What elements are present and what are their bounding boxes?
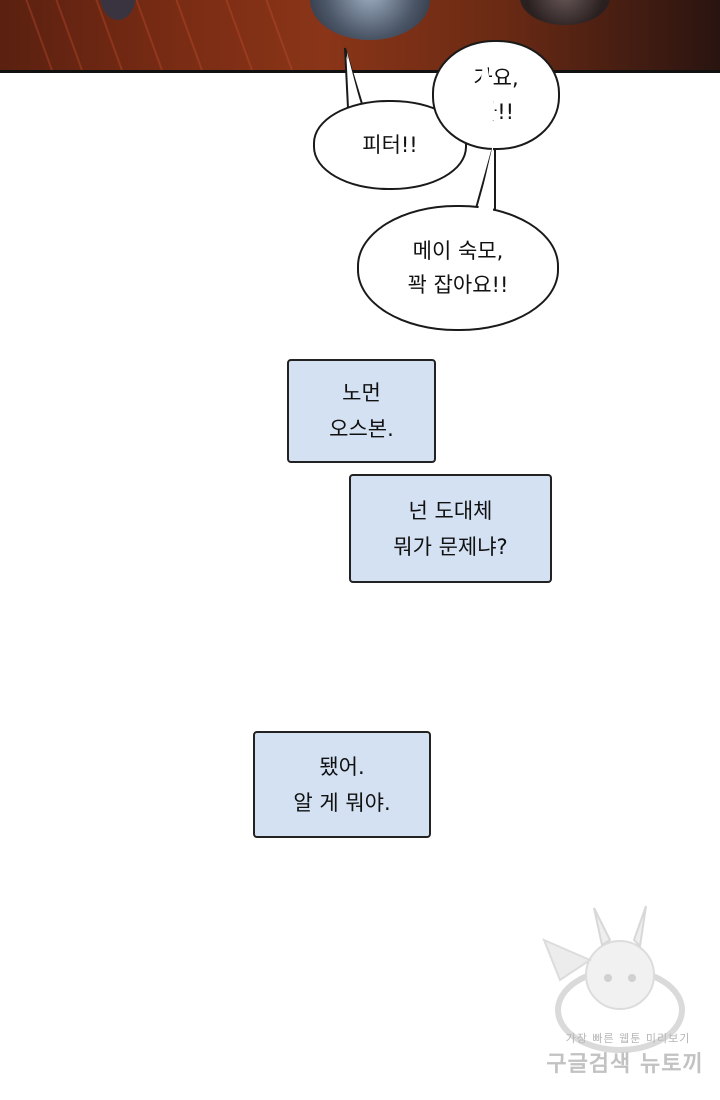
caption-text-norman: 노먼 오스본. [329, 381, 394, 441]
caption-box-problem: 넌 도대체 뭐가 문제냐? [349, 474, 552, 583]
caption-text-problem: 넌 도대체 뭐가 문제냐? [393, 498, 508, 559]
speech-bubble-peter: 피터!! [313, 100, 467, 190]
watermark-logo [542, 905, 685, 1053]
caption-box-enough: 됐어. 알 게 뭐야. [253, 731, 431, 838]
watermark-tagline: 가장 빠른 웹툰 미리보기 [565, 1032, 691, 1045]
speech-text-go: 가요, 가!! [473, 66, 519, 124]
speech-bubble-may: 메이 숙모, 꽉 잡아요!! [357, 205, 559, 331]
watermark-brand: 구글검색 뉴토끼 [546, 1052, 704, 1077]
caption-box-norman: 노먼 오스본. [287, 359, 436, 463]
speech-text-may: 메이 숙모, 꽉 잡아요!! [407, 239, 509, 297]
character-figure [100, 0, 136, 20]
speech-text-peter: 피터!! [362, 133, 418, 157]
comic-panel-top [0, 0, 720, 73]
caption-text-enough: 됐어. 알 게 뭐야. [293, 754, 391, 815]
speech-bubble-go: 가요, 가!! [432, 40, 560, 150]
